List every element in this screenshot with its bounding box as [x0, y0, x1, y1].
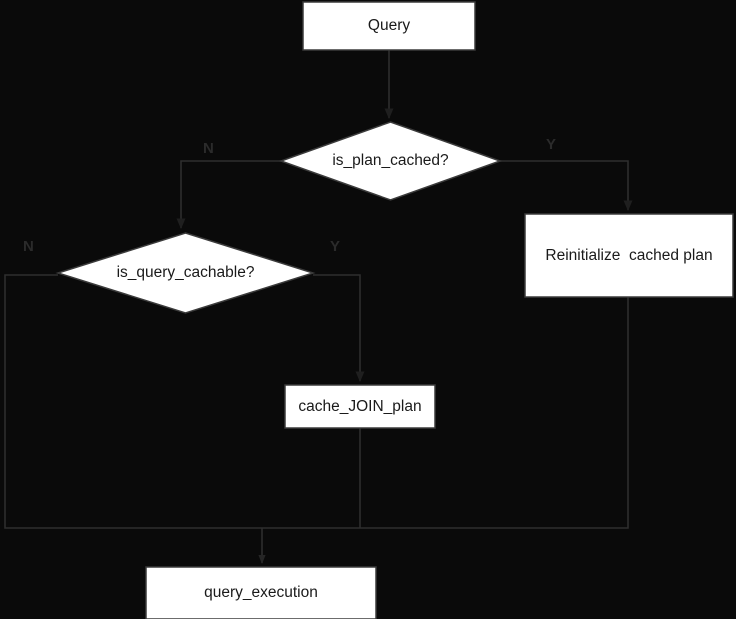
edge-is-query-cachable-no — [4, 274, 262, 529]
node-query-execution[interactable] — [145, 566, 377, 619]
edge-reinitialize-to-bus — [262, 297, 629, 529]
node-reinitialize-cached-plan[interactable] — [524, 213, 734, 298]
edge-is-plan-cached-yes — [500, 160, 633, 212]
node-is-query-cachable[interactable] — [55, 232, 316, 314]
node-cache-join-plan[interactable] — [284, 384, 436, 429]
node-query[interactable] — [302, 1, 476, 51]
edge-is-query-cachable-yes — [313, 274, 365, 383]
edge-is-plan-cached-no — [176, 160, 281, 230]
node-is-plan-cached[interactable] — [278, 121, 503, 201]
